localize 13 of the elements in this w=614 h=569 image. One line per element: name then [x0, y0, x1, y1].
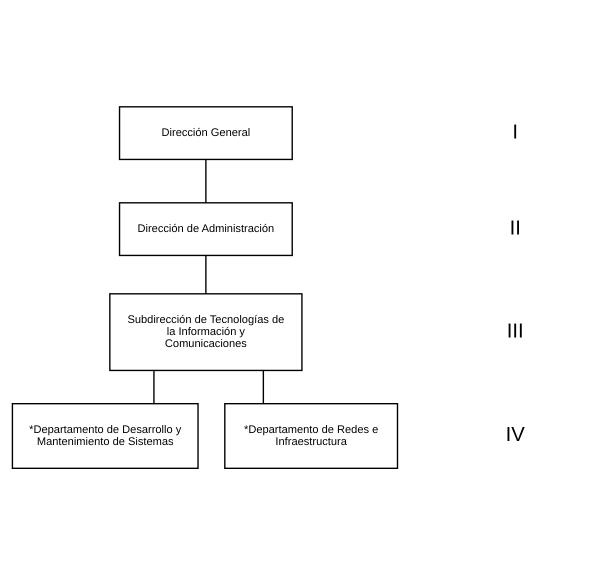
connector [262, 370, 264, 404]
connector [205, 255, 207, 294]
node-box: *Departamento de Desarrollo y Mantenimiento de Sistemas [12, 402, 199, 468]
node-box: Dirección de Administración [118, 202, 293, 256]
node-box: *Departamento de Redes e Infraestructura [224, 402, 398, 468]
label: III [506, 320, 524, 342]
connector [205, 159, 207, 202]
label: I [512, 120, 518, 143]
connector [153, 370, 155, 404]
node-box: Subdirección de Tecnologías de la Información y Comunicaciones [109, 292, 303, 371]
node-box: Dirección General [118, 106, 293, 160]
label: II [510, 216, 521, 239]
label: IV [506, 424, 525, 446]
